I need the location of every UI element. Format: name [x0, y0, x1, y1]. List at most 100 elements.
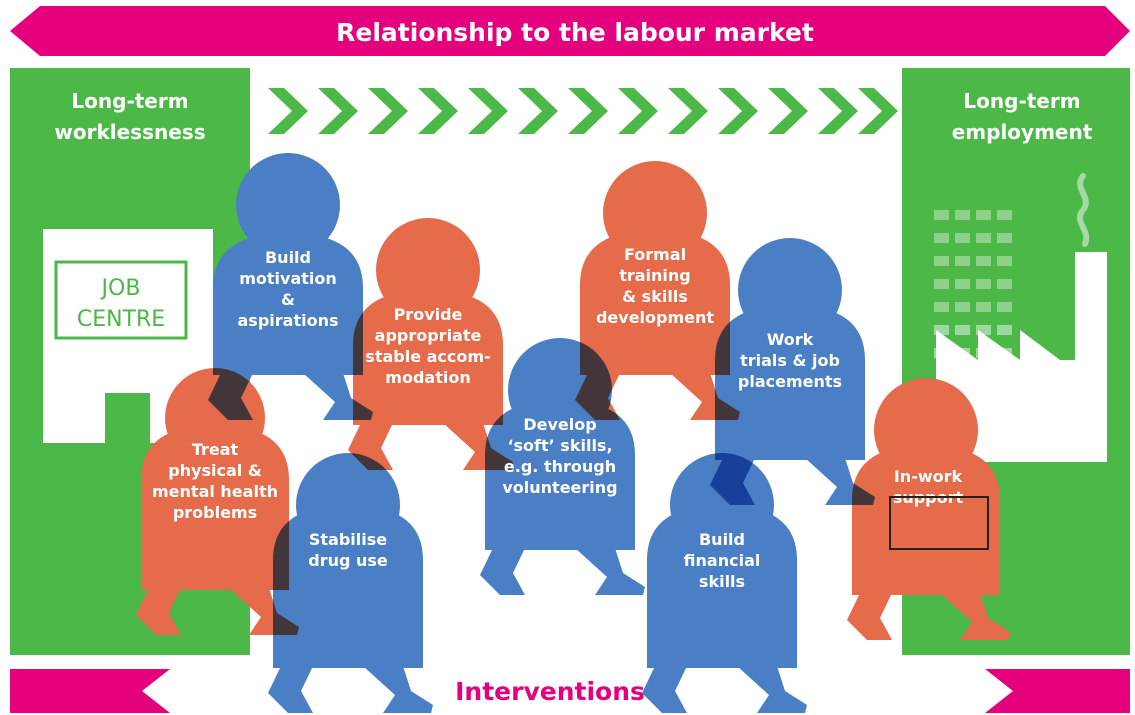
intervention-label-line: drug use [308, 551, 388, 570]
person-leg-left [642, 666, 687, 713]
intervention-label-line: In-work [894, 467, 963, 486]
factory-window [997, 302, 1012, 312]
chevron-right-icon [368, 88, 408, 134]
chevron-right-icon [418, 88, 458, 134]
factory-window [976, 233, 991, 243]
chevron-right-icon [718, 88, 758, 134]
person-leg-left [136, 588, 181, 635]
footer-title: Interventions [455, 677, 645, 706]
person-leg-right [575, 548, 645, 595]
chevron-right-icon [318, 88, 358, 134]
factory-window [997, 325, 1012, 335]
intervention-label-line: Build [265, 248, 311, 267]
factory-window [976, 302, 991, 312]
factory-icon [934, 173, 1107, 462]
intervention-health [136, 368, 299, 635]
person-leg-left [847, 593, 892, 640]
person-head [236, 153, 340, 257]
intervention-label-line: Develop [523, 415, 596, 434]
factory-window [976, 256, 991, 266]
intervention-financial [642, 453, 807, 713]
chevron-right-icon [468, 88, 508, 134]
intervention-work-trials [710, 238, 875, 505]
chevron-right-icon [618, 88, 658, 134]
chevron-right-icon [568, 88, 608, 134]
right-panel-title-line2: employment [952, 120, 1093, 144]
person-body [580, 230, 730, 375]
intervention-label-line: Stabilise [309, 530, 387, 549]
footer-arrow-right [985, 669, 1130, 713]
intervention-label-line: training [619, 266, 691, 285]
chevron-right-icon [768, 88, 808, 134]
chevron-right-icon [818, 88, 858, 134]
factory-window [955, 210, 970, 220]
intervention-label-line: volunteering [502, 478, 617, 497]
intervention-drug-use [268, 453, 433, 713]
person-body [715, 305, 865, 460]
person-leg-right [363, 666, 433, 713]
person-leg-right [940, 593, 1010, 640]
factory-window [955, 279, 970, 289]
intervention-label-line: Treat [192, 440, 239, 459]
left-panel-title-line2: worklessness [54, 120, 205, 144]
intervention-in-work [847, 378, 1010, 640]
person-body [353, 290, 503, 425]
job-centre-building: JOB CENTRE [43, 229, 213, 443]
header-banner: Relationship to the labour market [10, 6, 1130, 56]
intervention-label-line: Provide [394, 305, 463, 324]
chevron-right-icon [668, 88, 708, 134]
header-title: Relationship to the labour market [336, 18, 814, 47]
factory-window [934, 279, 949, 289]
factory-window [955, 256, 970, 266]
factory-window [997, 233, 1012, 243]
person-body [141, 425, 289, 590]
person-body [213, 233, 363, 375]
right-panel-title-line1: Long-term [963, 89, 1080, 113]
factory-smoke [1076, 173, 1090, 247]
chevron-right-icon [518, 88, 558, 134]
factory-window [934, 302, 949, 312]
person-body [647, 505, 797, 668]
intervention-soft-skills [480, 338, 645, 595]
intervention-label-line: development [596, 308, 714, 327]
intervention-label-line: Build [699, 530, 745, 549]
chevron-right-icon [268, 88, 308, 134]
factory-window [976, 325, 991, 335]
intervention-label-line: Formal [624, 245, 686, 264]
factory-window [955, 233, 970, 243]
intervention-label-line: e.g. through [504, 457, 616, 476]
job-centre-sign-line1: JOB [100, 276, 141, 301]
job-centre-sign-line2: CENTRE [77, 307, 165, 332]
intervention-label-line: appropriate [375, 326, 482, 345]
person-body [485, 400, 635, 550]
intervention-label-line: aspirations [238, 311, 339, 330]
intervention-label-line: financial [684, 551, 761, 570]
intervention-label-line: stable accom- [365, 347, 490, 366]
intervention-label-line: physical & [168, 461, 262, 480]
person-leg-left [268, 666, 313, 713]
chevron-right-icon [858, 88, 898, 134]
factory-window [997, 210, 1012, 220]
factory-window [955, 302, 970, 312]
factory-window [997, 256, 1012, 266]
intervention-label-line: trials & job [740, 351, 840, 370]
progress-chevrons [268, 88, 898, 134]
intervention-label-line: ‘soft’ skills, [507, 436, 612, 455]
intervention-label-line: & [281, 290, 295, 309]
factory-window [955, 325, 970, 335]
person-leg-left [480, 548, 525, 595]
intervention-label-line: placements [738, 372, 842, 391]
intervention-label-line: modation [385, 368, 470, 387]
left-panel-title-line1: Long-term [71, 89, 188, 113]
factory-window [997, 279, 1012, 289]
header-arrow-shape [10, 6, 1130, 56]
factory-window [934, 210, 949, 220]
intervention-people: Build motivation & aspirations Provide approp… [136, 153, 1010, 713]
footer-banner: Interventions [10, 669, 1130, 713]
factory-building [936, 252, 1107, 462]
intervention-label-line: skills [699, 572, 745, 591]
person-body [273, 505, 423, 668]
person-leg-right [737, 666, 807, 713]
intervention-label-line: motivation [239, 269, 337, 288]
